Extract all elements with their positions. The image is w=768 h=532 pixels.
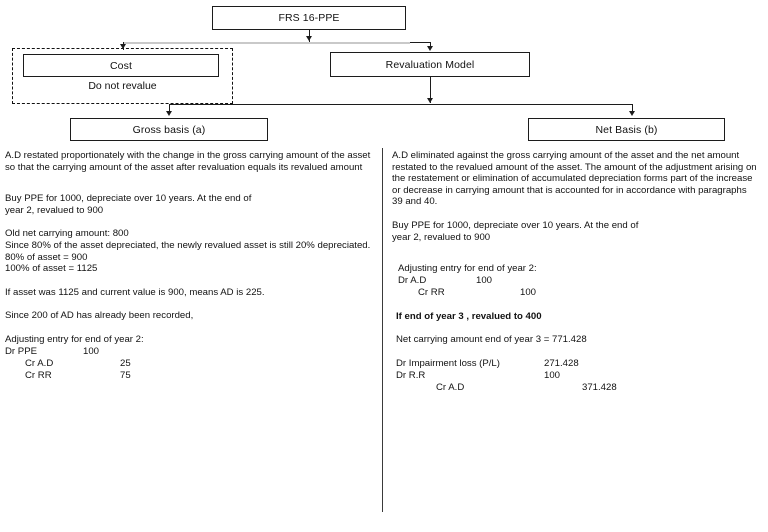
connector-revaluation-stem [430,77,431,103]
gross-basis-calc-line-1: Old net carrying amount: 800 [5,228,129,240]
gross-basis-scenario-line-2: year 2, revalued to 900 [5,204,104,216]
net-basis-definition: A.D eliminated against the gross carryin… [392,150,757,208]
journal-account: Cr RR [25,369,52,381]
journal-account: Dr Impairment loss (P/L) [396,357,500,369]
connector-to-gross-basis [169,104,170,114]
connector-revaluation-stem-arrow [426,98,433,103]
journal-debit: 100 [83,345,100,357]
connector-split-bar-grey [123,42,410,44]
node-frs16-ppe[interactable]: FRS 16-PPE [212,6,406,30]
cost-group-caption: Do not revalue [88,80,157,92]
node-net-basis[interactable]: Net Basis (b) [528,118,725,141]
node-gross-basis-label: Gross basis (a) [132,123,206,136]
connector-split-bar-right-seg [410,42,431,43]
connector-to-cost-arrow [119,44,126,49]
gross-basis-definition: A.D restated proportionately with the ch… [5,150,371,173]
connector-to-revaluation-arrow [426,46,433,51]
journal-credit: 75 [120,369,131,381]
net-basis-year3-heading: If end of year 3 , revalued to 400 [396,310,542,322]
cost-group-region [12,48,233,104]
net-basis-year3-carrying-amount: Net carrying amount end of year 3 = 771.… [396,334,587,346]
journal-credit: 371.428 [582,381,617,393]
connector-to-net-basis [632,104,633,114]
connector-basis-split-bar [169,104,633,105]
node-net-basis-label: Net Basis (b) [595,123,658,136]
journal-credit: 100 [520,286,537,298]
net-basis-journal-title: Adjusting entry for end of year 2: [398,263,537,275]
journal-account: Cr RR [418,286,445,298]
gross-basis-calc-line-4: 100% of asset = 1125 [5,263,98,275]
journal-debit: 100 [476,274,493,286]
net-basis-scenario-line-1: Buy PPE for 1000, depreciate over 10 yea… [392,219,639,231]
gross-basis-calc-line-2: Since 80% of the asset depreciated, the … [5,239,371,251]
journal-row: Dr R.R 100 [392,370,758,382]
journal-account: Dr R.R [396,369,426,381]
journal-debit: 271.428 [544,357,579,369]
journal-row: Cr A.D 25 [5,358,373,370]
node-gross-basis[interactable]: Gross basis (a) [70,118,268,141]
journal-row: Dr PPE 100 [5,346,373,358]
journal-row: Cr RR 75 [5,370,373,382]
journal-account: Dr PPE [5,345,37,357]
journal-row: Dr A.D 100 [392,275,758,287]
journal-row: Cr RR 100 [392,287,758,299]
gross-basis-explanation: A.D restated proportionately with the ch… [5,150,373,382]
connector-to-net-basis-arrow [628,111,635,116]
journal-account: Cr A.D [436,381,465,393]
connector-root-stem-arrow [305,36,312,41]
net-basis-explanation: A.D eliminated against the gross carryin… [392,150,758,394]
net-basis-scenario-line-2: year 2, revalued to 900 [392,231,491,243]
node-cost-label: Cost [110,59,132,72]
journal-account: Dr A.D [398,274,427,286]
node-revaluation-model-label: Revaluation Model [385,58,475,71]
journal-debit: 100 [544,369,561,381]
journal-row: Dr Impairment loss (P/L) 271.428 [392,358,758,370]
column-divider [382,148,383,512]
node-cost[interactable]: Cost [23,54,219,77]
node-revaluation-model[interactable]: Revaluation Model [330,52,530,77]
gross-basis-calc-line-6: Since 200 of AD has already been recorde… [5,310,194,322]
gross-basis-calc-line-3: 80% of asset = 900 [5,251,88,263]
gross-basis-calc-line-5: If asset was 1125 and current value is 9… [5,286,265,298]
node-frs16-ppe-label: FRS 16-PPE [278,12,340,24]
journal-row: Cr A.D 371.428 [392,382,758,394]
journal-credit: 25 [120,357,131,369]
connector-to-gross-basis-arrow [165,111,172,116]
gross-basis-journal-title: Adjusting entry for end of year 2: [5,333,144,345]
gross-basis-scenario-line-1: Buy PPE for 1000, depreciate over 10 yea… [5,193,252,205]
connector-to-revaluation [430,42,431,48]
journal-account: Cr A.D [25,357,54,369]
